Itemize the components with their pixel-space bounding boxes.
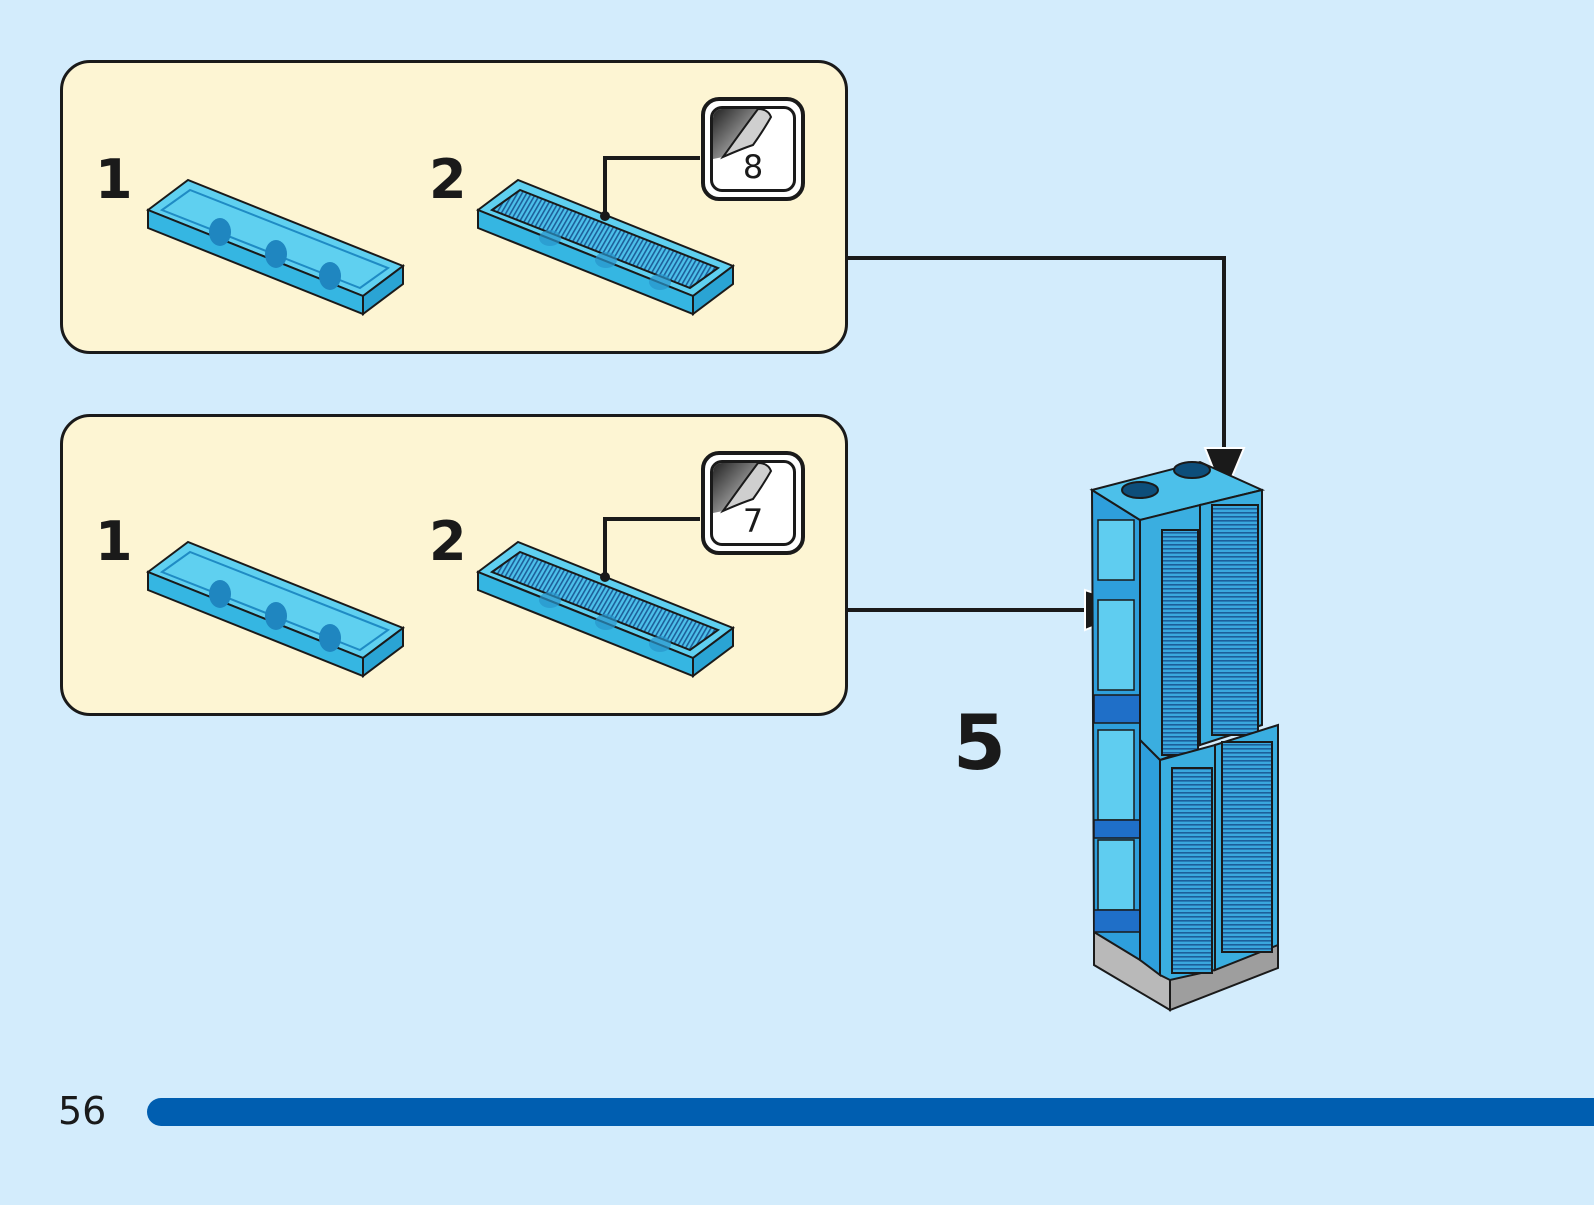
sticker-number: 7 xyxy=(742,502,764,540)
sticker-panel xyxy=(1221,741,1273,953)
part-tile-1x4 xyxy=(147,179,404,315)
sticker-leader-line xyxy=(603,517,700,577)
sticker-callout: 8 xyxy=(701,97,805,201)
sticker-callout: 7 xyxy=(701,451,805,555)
part-tile-1x4 xyxy=(147,541,404,677)
sticker-peel-icon xyxy=(713,109,773,160)
sticker-panel xyxy=(1161,529,1199,756)
stud xyxy=(1173,461,1211,479)
sticker-number: 8 xyxy=(742,148,764,186)
substep-number: 2 xyxy=(429,148,467,211)
main-step-number: 5 xyxy=(953,698,1006,787)
sticker-leader-dot xyxy=(600,211,610,221)
page-number: 56 xyxy=(58,1089,107,1133)
sticker-leader-dot xyxy=(600,572,610,582)
progress-bar xyxy=(147,1098,1594,1126)
sticker-leader-line xyxy=(603,156,700,216)
sticker-peel-icon xyxy=(713,463,773,514)
assembly-arrow-line xyxy=(848,256,1226,460)
substep-number: 1 xyxy=(95,148,133,211)
sticker-panel xyxy=(1171,767,1213,974)
sticker-panel xyxy=(1211,504,1259,736)
substep-number: 2 xyxy=(429,510,467,573)
tower-model xyxy=(1089,460,1279,1012)
substep-number: 1 xyxy=(95,510,133,573)
stud xyxy=(1121,481,1159,499)
